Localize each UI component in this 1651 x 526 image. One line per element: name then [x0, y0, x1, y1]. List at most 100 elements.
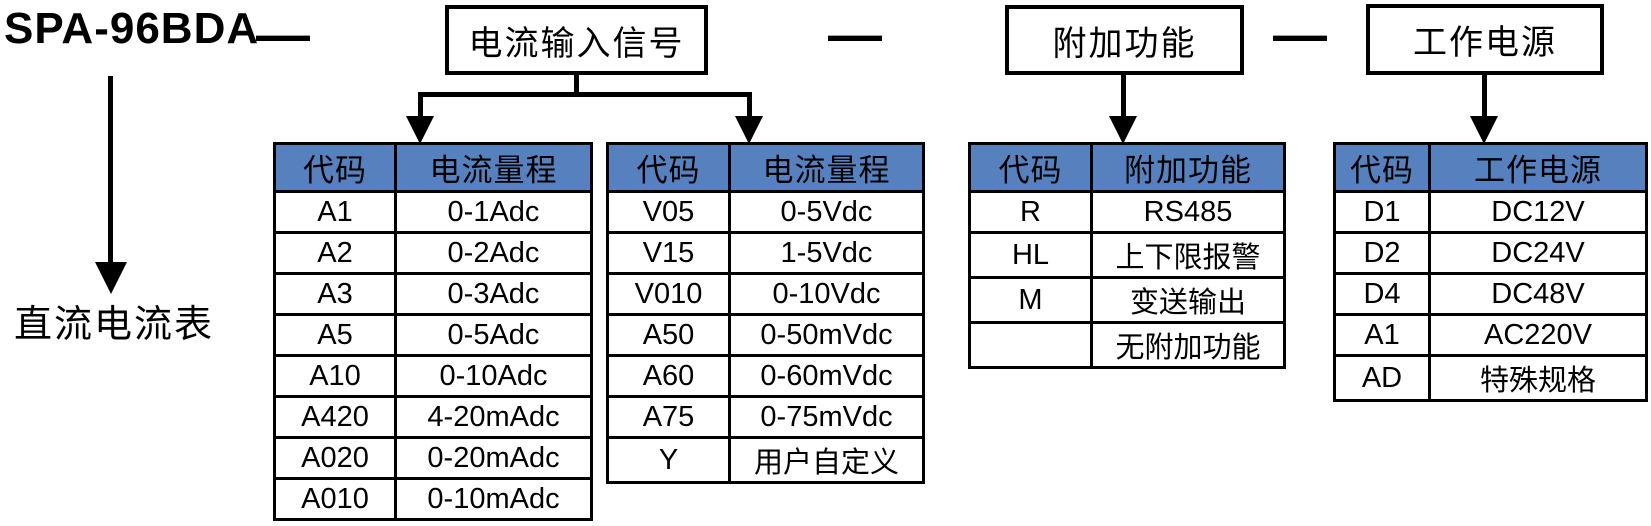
separator-dash: —: [828, 5, 882, 65]
header-cell: 代码: [273, 142, 397, 193]
separator-dash: —: [1273, 5, 1327, 65]
code-cell: A3: [273, 272, 397, 316]
code-cell: M: [968, 276, 1093, 324]
value-cell: 0-2Adc: [394, 231, 593, 275]
value-cell: DC12V: [1428, 190, 1648, 234]
arrow-head-icon: [1470, 116, 1498, 144]
code-cell: A1: [273, 190, 397, 234]
product-type-label: 直流电流表: [14, 304, 215, 346]
code-cell: A010: [273, 477, 397, 521]
code-cell: D1: [1333, 190, 1431, 234]
box-current-input-signal: 电流输入信号: [445, 5, 708, 75]
connector-additional-line: [1121, 75, 1126, 118]
header-cell: 电流量程: [728, 142, 925, 193]
value-cell: 上下限报警: [1090, 231, 1286, 279]
value-cell: 用户自定义: [728, 436, 925, 484]
arrow-head-icon: [1109, 116, 1137, 144]
connector-right-drop-line: [747, 92, 752, 120]
table-header-row: 代码电流量程: [273, 142, 593, 193]
arrow-head-icon: [406, 116, 434, 144]
connector-left-drop-line: [418, 92, 423, 120]
header-cell: 附加功能: [1090, 142, 1286, 193]
code-cell: Y: [606, 436, 731, 484]
box-current-input-label: 电流输入信号: [468, 24, 685, 63]
code-cell: A2: [273, 231, 397, 275]
value-cell: 0-1Adc: [394, 190, 593, 234]
value-cell: 0-60mVdc: [728, 354, 925, 398]
model-arrow-line: [108, 76, 113, 264]
model-arrow-head-icon: [95, 262, 127, 294]
header-cell: 代码: [968, 142, 1093, 193]
code-cell: D2: [1333, 231, 1431, 275]
code-cell: A1: [1333, 313, 1431, 357]
value-cell: AC220V: [1428, 313, 1648, 357]
code-cell: A5: [273, 313, 397, 357]
header-cell: 工作电源: [1428, 142, 1648, 193]
code-cell: HL: [968, 231, 1093, 279]
value-cell: 变送输出: [1090, 276, 1286, 324]
header-cell: 代码: [606, 142, 731, 193]
value-cell: DC48V: [1428, 272, 1648, 316]
code-cell: [968, 321, 1093, 369]
code-cell: D4: [1333, 272, 1431, 316]
value-cell: 0-3Adc: [394, 272, 593, 316]
page-title: SPA-96BDA: [4, 4, 260, 53]
connector-horizontal-line: [418, 92, 752, 97]
connector-stem-line: [574, 75, 579, 96]
value-cell: 0-75mVdc: [728, 395, 925, 439]
table-header-row: 代码附加功能: [968, 142, 1286, 193]
value-cell: 特殊规格: [1428, 354, 1648, 402]
box-working-power: 工作电源: [1366, 4, 1604, 75]
value-cell: 4-20mAdc: [394, 395, 593, 439]
code-cell: R: [968, 190, 1093, 234]
arrow-head-icon: [735, 116, 763, 144]
code-cell: A10: [273, 354, 397, 398]
value-cell: 0-50mVdc: [728, 313, 925, 357]
value-cell: 0-5Adc: [394, 313, 593, 357]
box-additional-function: 附加功能: [1005, 5, 1244, 75]
code-cell: A020: [273, 436, 397, 480]
value-cell: DC24V: [1428, 231, 1648, 275]
table-header-row: 代码工作电源: [1333, 142, 1648, 193]
box-power-label: 工作电源: [1413, 24, 1557, 62]
value-cell: 0-10mAdc: [394, 477, 593, 521]
code-cell: V15: [606, 231, 731, 275]
box-additional-label: 附加功能: [1052, 24, 1197, 63]
value-cell: 无附加功能: [1090, 321, 1286, 369]
code-cell: A60: [606, 354, 731, 398]
code-cell: A50: [606, 313, 731, 357]
code-cell: A75: [606, 395, 731, 439]
header-cell: 代码: [1333, 142, 1431, 193]
code-cell: V010: [606, 272, 731, 316]
table-header-row: 代码电流量程: [606, 142, 925, 193]
separator-dash: —: [256, 5, 310, 65]
value-cell: 0-5Vdc: [728, 190, 925, 234]
